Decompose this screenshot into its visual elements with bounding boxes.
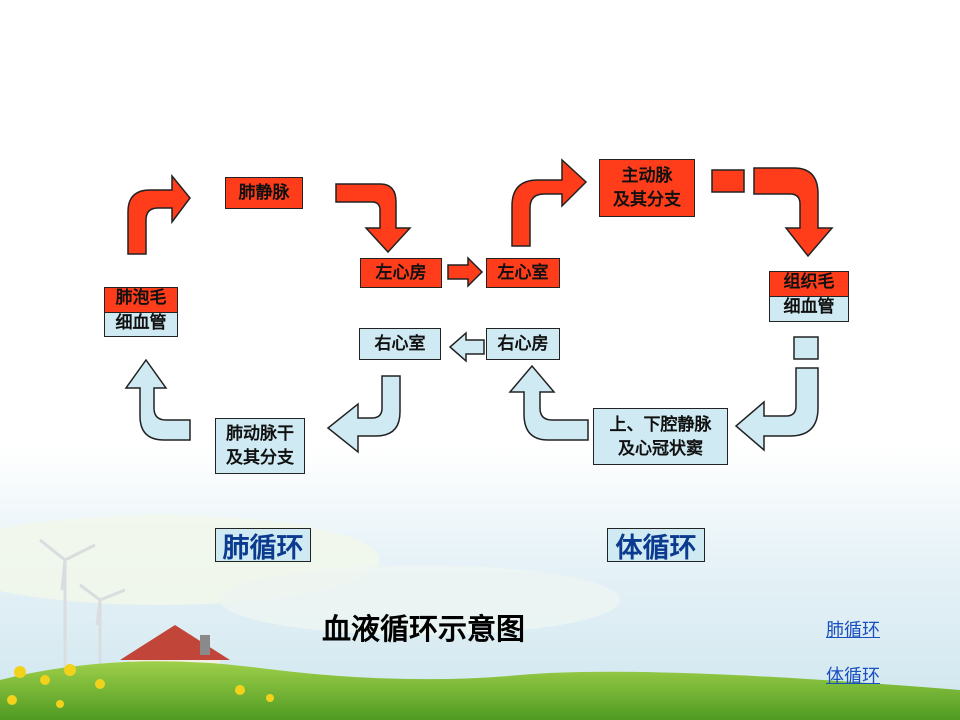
arrow-left-atrium-to-left-ventricle [447,256,484,288]
aorta-connector-block [711,169,745,193]
node-pulmonary-vein: 肺静脉 [225,177,303,209]
node-aorta-line1: 主动脉 [621,166,673,186]
node-tissue-capillary-bottom: 细血管 [770,297,848,321]
arrow-vena-cava-to-right-atrium [508,364,589,441]
arrow-pulmonary-artery-to-alveolar-capillary [124,358,191,441]
cloud [220,565,620,635]
flowers [7,664,274,708]
node-pulmonary-artery: 肺动脉干 及其分支 [215,418,305,474]
arrow-right-ventricle-to-pulmonary-artery [326,375,401,454]
node-left-ventricle-label: 左心室 [497,263,549,283]
node-pulmonary-vein-label: 肺静脉 [238,183,290,203]
node-aorta: 主动脉 及其分支 [599,159,695,217]
node-alveolar-capillary-bottom: 细血管 [105,312,177,336]
page-title: 血液循环示意图 [322,612,526,646]
grass [0,661,960,720]
node-vena-cava-line2: 及心冠状窦 [618,438,703,459]
label-systemic-circulation: 体循环 [607,528,705,564]
node-right-ventricle: 右心室 [359,328,441,360]
arrow-left-ventricle-to-aorta [511,158,588,247]
node-aorta-line2: 及其分支 [613,190,681,210]
node-pulmonary-artery-line2: 及其分支 [226,448,294,468]
node-vena-cava: 上、下腔静脉 及心冠状窦 [593,408,728,465]
tissue-connector-block [793,336,819,360]
link-systemic-circulation[interactable]: 体循环 [826,666,880,687]
node-tissue-capillary: 组织毛 细血管 [769,271,849,322]
node-left-atrium: 左心房 [360,258,442,288]
wind-turbine-icon [39,538,96,680]
node-right-atrium: 右心房 [486,328,560,360]
node-pulmonary-artery-line1: 肺动脉干 [226,424,294,444]
node-right-ventricle-label: 右心室 [374,334,426,354]
label-pulmonary-circulation-text: 肺循环 [222,532,304,564]
arrow-alveolar-to-pulmonary-vein [127,173,191,255]
node-left-atrium-label: 左心房 [375,263,427,283]
arrow-right-atrium-to-right-ventricle [448,331,485,363]
node-vena-cava-line1: 上、下腔静脉 [609,414,712,435]
node-right-atrium-label: 右心房 [497,334,549,354]
node-alveolar-capillary: 肺泡毛 细血管 [104,287,178,337]
link-pulmonary-circulation[interactable]: 肺循环 [826,620,880,641]
arrow-pulmonary-vein-to-left-atrium [335,183,412,254]
node-tissue-capillary-top: 组织毛 [770,272,848,297]
label-systemic-circulation-text: 体循环 [615,532,697,564]
arrow-aorta-to-tissue-capillary [753,167,834,258]
node-left-ventricle: 左心室 [486,258,560,288]
node-alveolar-capillary-top: 肺泡毛 [105,288,177,313]
arrow-tissue-capillary-to-vena-cava [734,367,819,452]
label-pulmonary-circulation: 肺循环 [215,528,311,564]
